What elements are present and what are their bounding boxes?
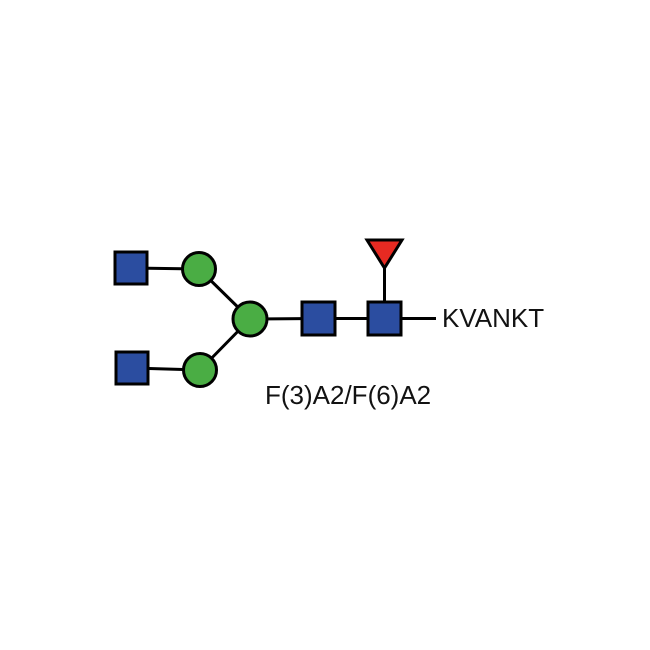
mannose-circle-arm-upper <box>181 251 217 287</box>
glcnac-square-antenna-upper <box>113 250 149 286</box>
glcnac-square-core-reducing <box>366 300 403 337</box>
glycan-name-label: F(3)A2/F(6)A2 <box>265 380 431 410</box>
mannose-circle-arm-lower <box>182 352 218 388</box>
mannose-circle-core <box>231 300 269 338</box>
fucose-triangle-core <box>364 238 405 271</box>
peptide-label: KVANKT <box>442 303 544 333</box>
glcnac-square-core-inner <box>300 300 337 337</box>
monosaccharide-nodes <box>113 238 405 388</box>
glcnac-square-antenna-lower <box>114 350 150 386</box>
